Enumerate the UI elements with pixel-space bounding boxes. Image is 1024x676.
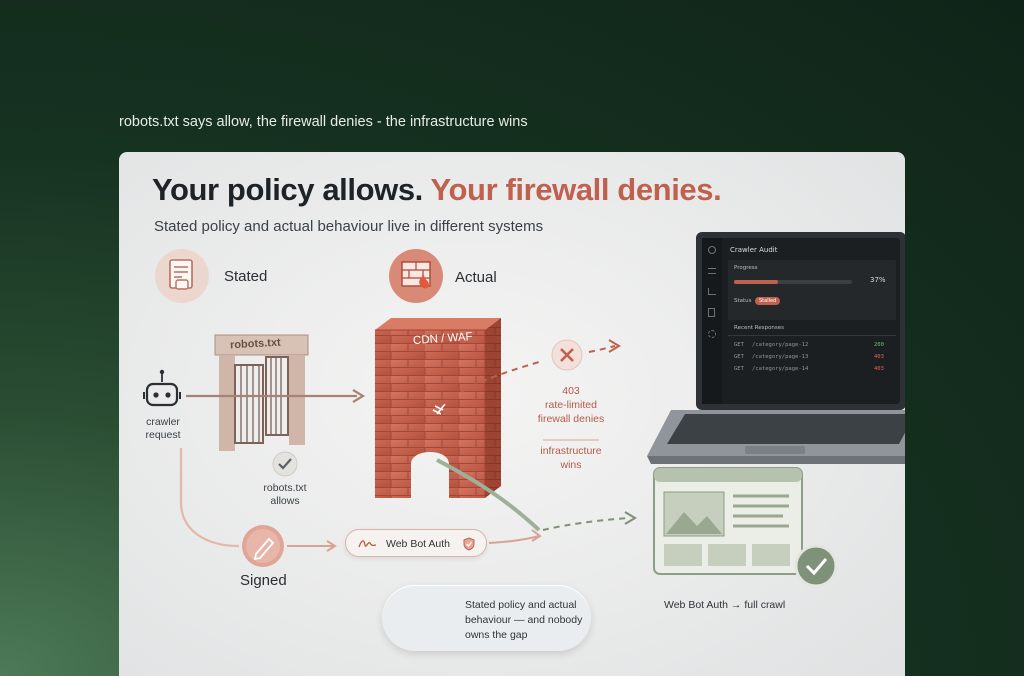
label-signed: Signed bbox=[240, 572, 287, 589]
page-caption: robots.txt says allow, the firewall deni… bbox=[119, 114, 528, 130]
gear-icon bbox=[708, 330, 716, 338]
menu-icon bbox=[708, 268, 716, 274]
infra-line2: wins bbox=[560, 459, 582, 471]
web-bot-auth-label: Web Bot Auth bbox=[386, 538, 451, 550]
resp-code-2: 403 bbox=[874, 354, 884, 360]
insight-text: Stated policy and actual behaviour — and… bbox=[465, 598, 595, 643]
label-actual: Actual bbox=[455, 269, 497, 286]
allow-arrow bbox=[542, 511, 637, 531]
headline-part1: Your policy allows. bbox=[152, 172, 423, 207]
progress-label: Progress bbox=[734, 265, 758, 271]
rate-limited: rate-limited bbox=[545, 399, 597, 411]
firewall-denies: firewall denies bbox=[537, 413, 605, 425]
resp-method-3: GET bbox=[734, 366, 744, 372]
pen-icon bbox=[242, 525, 284, 567]
insight-line2: behaviour — and nobody bbox=[465, 614, 583, 626]
signed-path bbox=[179, 448, 542, 552]
crawler-line1: crawler bbox=[146, 416, 180, 428]
shield-check-icon bbox=[463, 537, 475, 551]
screen-sidebar bbox=[702, 238, 722, 404]
deny-arrow bbox=[442, 339, 621, 405]
label-stated: Stated bbox=[224, 268, 268, 285]
resp-code-1: 200 bbox=[874, 342, 884, 348]
robots-allows-line2: allows bbox=[270, 495, 300, 507]
crawler-line2: request bbox=[145, 429, 181, 441]
progress-value: 37% bbox=[870, 276, 886, 284]
laptop-screen: Crawler Audit Progress 37% Status Stalle… bbox=[702, 238, 900, 404]
status-badge: Stalled bbox=[755, 297, 781, 305]
label-firewall-denies: 403 rate-limited firewall denies bbox=[531, 384, 611, 426]
check-icon bbox=[272, 451, 298, 477]
webpage-illustration bbox=[653, 467, 838, 588]
signature-icon bbox=[358, 540, 377, 548]
label-infra-wins: infrastructure wins bbox=[531, 444, 611, 472]
robot-icon bbox=[143, 369, 181, 407]
stated-icon bbox=[155, 249, 209, 303]
code-403: 403 bbox=[562, 385, 580, 397]
insight-line1: Stated policy and actual bbox=[465, 599, 577, 611]
headline-part2: Your firewall denies. bbox=[430, 172, 722, 207]
web-bot-auth-pill bbox=[345, 529, 487, 557]
chart-icon bbox=[708, 288, 716, 295]
resp-path-3: /category/page-14 bbox=[752, 366, 809, 372]
crawler-arrow bbox=[186, 389, 366, 403]
label-full-crawl: Web Bot Auth → full crawl bbox=[664, 599, 786, 611]
progress-panel bbox=[728, 260, 896, 320]
screen-divider bbox=[728, 335, 896, 336]
brick-fire-icon bbox=[389, 249, 443, 303]
label-robots-allows: robots.txt allows bbox=[255, 482, 315, 508]
infographic-card: Your policy allows. Your firewall denies… bbox=[119, 152, 905, 676]
close-icon bbox=[551, 339, 583, 371]
headline: Your policy allows. Your firewall denies… bbox=[152, 172, 722, 208]
screen-title: Crawler Audit bbox=[730, 246, 778, 254]
insight-pill bbox=[382, 585, 591, 651]
resp-method-2: GET bbox=[734, 354, 744, 360]
resp-method-1: GET bbox=[734, 342, 744, 348]
resp-path-1: /category/page-12 bbox=[752, 342, 809, 348]
recent-label: Recent Responses bbox=[734, 325, 785, 331]
subhead: Stated policy and actual behaviour live … bbox=[154, 218, 544, 235]
file-icon bbox=[708, 308, 715, 317]
firewall-wall bbox=[375, 318, 501, 498]
progress-track bbox=[734, 280, 852, 284]
insight-line3: owns the gap bbox=[465, 629, 528, 641]
label-crawler-request: crawler request bbox=[141, 416, 185, 442]
infra-line1: infrastructure bbox=[540, 445, 602, 457]
resp-code-3: 403 bbox=[874, 366, 884, 372]
progress-fill bbox=[734, 280, 778, 284]
gauge-icon bbox=[708, 246, 716, 254]
bypass-line bbox=[436, 458, 541, 532]
robots-allows-line1: robots.txt bbox=[263, 482, 307, 494]
robots-gate bbox=[214, 334, 309, 451]
resp-path-2: /category/page-13 bbox=[752, 354, 809, 360]
status-label: Status bbox=[734, 298, 752, 304]
